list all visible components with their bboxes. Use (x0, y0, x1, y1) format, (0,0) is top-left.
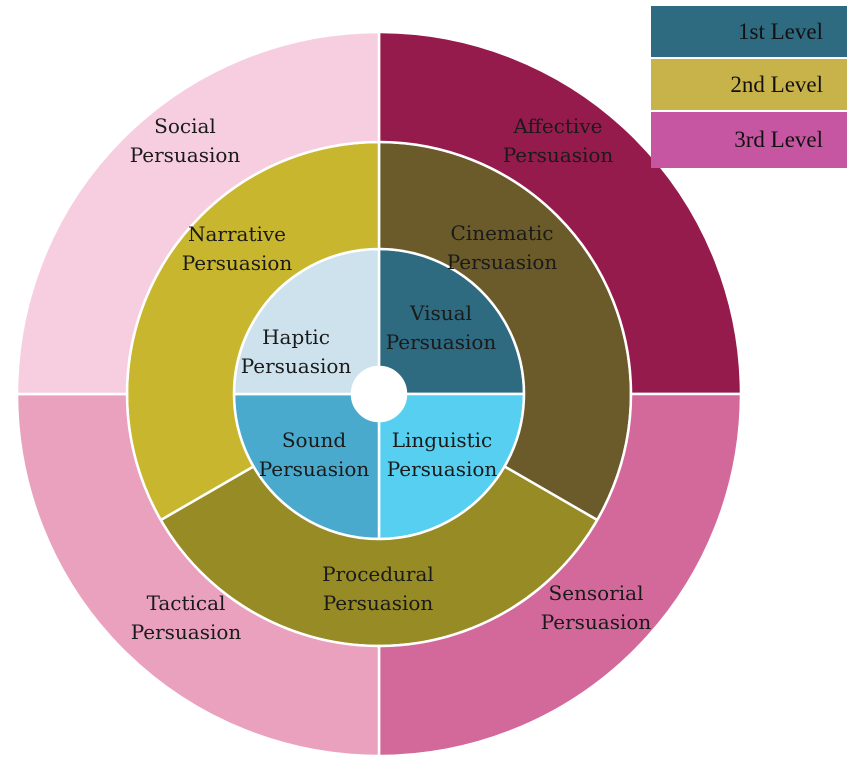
ring-3-segment-0 (377, 30, 743, 396)
ring-3-segment-3-label-line-0: Social (154, 114, 216, 138)
legend-item-2nd-level: 2nd Level (651, 59, 847, 110)
ring-1-segment-0-label-line-0: Visual (409, 301, 472, 325)
ring-1-segment-0-label-line-1: Persuasion (386, 330, 497, 354)
ring-3-segment-0-label-line-1: Persuasion (503, 143, 614, 167)
ring-2-segment-2-label-line-0: Narrative (188, 222, 286, 246)
legend-label: 3rd Level (734, 127, 823, 152)
ring-3-segment-2-label-line-1: Persuasion (131, 620, 242, 644)
ring-3-segment-1-label-line-1: Persuasion (541, 610, 652, 634)
ring-2-segment-0-label-line-0: Cinematic (451, 221, 554, 245)
legend-item-1st-level: 1st Level (651, 6, 847, 57)
ring-2-segment-1-label-line-1: Persuasion (323, 591, 434, 615)
ring-1-segment-3-label-line-1: Persuasion (241, 354, 352, 378)
legend-label: 2nd Level (730, 72, 823, 97)
legend-item-3rd-level: 3rd Level (651, 112, 847, 168)
ring-3-segment-1-label-line-0: Sensorial (549, 581, 644, 605)
ring-2-segment-2-label-line-1: Persuasion (182, 251, 293, 275)
ring-1-segment-2-label-line-0: Sound (282, 428, 347, 452)
ring-2-segment-1-label-line-0: Procedural (322, 562, 434, 586)
ring-2-segment-0-label-line-1: Persuasion (447, 250, 558, 274)
ring-3-segment-2-label-line-0: Tactical (147, 591, 226, 615)
legend-label: 1st Level (738, 19, 823, 44)
ring-3-segment-1 (377, 392, 743, 758)
ring-1-segment-2-label-line-1: Persuasion (259, 457, 370, 481)
ring-3-segment-0-label-line-0: Affective (513, 114, 603, 138)
ring-1-segment-1-label-line-0: Linguistic (392, 428, 493, 452)
ring-1-segment-3-label-line-0: Haptic (262, 325, 330, 349)
legend: 1st Level 2nd Level 3rd Level (651, 6, 847, 170)
ring-1-segment-1-label-line-1: Persuasion (387, 457, 498, 481)
ring-3-segment-2 (15, 392, 381, 758)
ring-3-segment-3-label-line-1: Persuasion (130, 143, 241, 167)
ring-3-segment-3 (15, 30, 381, 396)
